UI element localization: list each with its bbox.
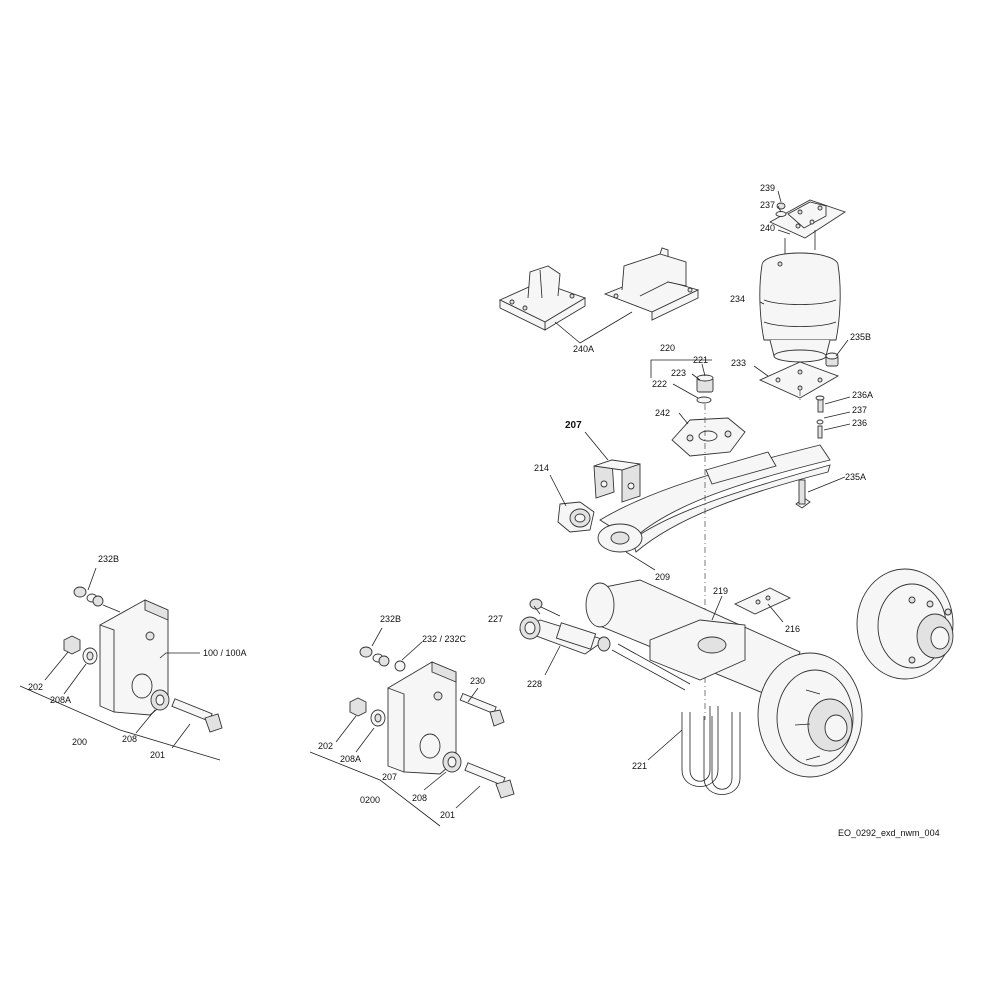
bolt-230 <box>459 692 505 727</box>
washer-208-b <box>442 751 462 773</box>
clamp-207 <box>593 459 641 503</box>
bolt-set-232B-b <box>359 646 406 672</box>
label-232B-middle: 232B <box>380 614 401 624</box>
label-0200: 0200 <box>360 795 380 805</box>
label-202-left: 202 <box>28 682 43 692</box>
label-236A: 236A <box>852 390 873 400</box>
air-spring-bellows-234 <box>759 252 841 363</box>
washer-208A-b <box>370 709 386 727</box>
bracket-240A-left <box>498 265 587 331</box>
label-223: 223 <box>671 368 686 378</box>
label-240A: 240A <box>573 344 594 354</box>
drawing-reference-caption: EO_0292_exd_nwm_004 <box>838 828 940 838</box>
bolts-236 <box>815 395 825 439</box>
label-232B-left: 232B <box>98 554 119 564</box>
label-228: 228 <box>527 679 542 689</box>
label-234: 234 <box>730 294 745 304</box>
label-233: 233 <box>731 358 746 368</box>
bushing-214 <box>557 501 595 533</box>
label-232-232C: 232 / 232C <box>422 634 467 644</box>
label-214: 214 <box>534 463 549 473</box>
label-221-top: 221 <box>693 355 708 365</box>
nut-235B <box>825 352 839 367</box>
label-202-middle: 202 <box>318 741 333 751</box>
label-209: 209 <box>655 572 670 582</box>
label-235A: 235A <box>845 472 866 482</box>
air-spring-top-plate <box>768 199 847 256</box>
nut-227 <box>529 598 561 617</box>
label-207-top: 207 <box>565 420 582 431</box>
bracket-240A-right <box>603 247 700 321</box>
washer-208-a <box>150 689 170 711</box>
label-221-bottom: 221 <box>632 761 647 771</box>
brake-drum-right <box>856 568 954 680</box>
bolt-235A <box>795 479 811 509</box>
label-200: 200 <box>72 737 87 747</box>
spacer-223 <box>696 374 714 393</box>
plate-242 <box>671 417 746 457</box>
label-219: 219 <box>713 586 728 596</box>
label-201-middle: 201 <box>440 810 455 820</box>
nut-202-b <box>349 697 367 717</box>
label-237-bottom: 237 <box>852 405 867 415</box>
label-236: 236 <box>852 418 867 428</box>
label-208-left: 208 <box>122 734 137 744</box>
trailing-arm-209 <box>597 444 831 553</box>
label-208A-middle: 208A <box>340 754 361 764</box>
label-237-top: 237 <box>760 200 775 210</box>
u-bolt-221 <box>681 706 741 795</box>
axle-beam <box>585 579 801 701</box>
label-207-middle: 207 <box>382 772 397 782</box>
leader-lines <box>19 190 851 827</box>
washer-208A-a <box>82 647 98 665</box>
shock-absorber-228 <box>518 616 611 655</box>
brake-drum-hub-center <box>757 652 863 778</box>
label-239: 239 <box>760 183 775 193</box>
label-235B: 235B <box>850 332 871 342</box>
label-227: 227 <box>488 614 503 624</box>
label-242: 242 <box>655 408 670 418</box>
nut-239 <box>775 202 787 217</box>
label-240: 240 <box>760 223 775 233</box>
base-plate-233 <box>758 361 840 399</box>
hanger-bracket-200 <box>99 599 169 716</box>
label-208-middle: 208 <box>412 793 427 803</box>
label-222: 222 <box>652 379 667 389</box>
bolt-201-b <box>464 762 515 799</box>
label-208A-left: 208A <box>50 695 71 705</box>
label-216: 216 <box>785 624 800 634</box>
bolt-set-232B-a <box>73 586 121 613</box>
label-100-100A: 100 / 100A <box>203 648 247 658</box>
label-201-left: 201 <box>150 750 165 760</box>
label-230: 230 <box>470 676 485 686</box>
nut-202-a <box>63 635 81 655</box>
bolt-201-a <box>171 698 223 733</box>
plate-216 <box>733 587 792 615</box>
label-220: 220 <box>660 343 675 353</box>
washer-222 <box>696 396 712 404</box>
